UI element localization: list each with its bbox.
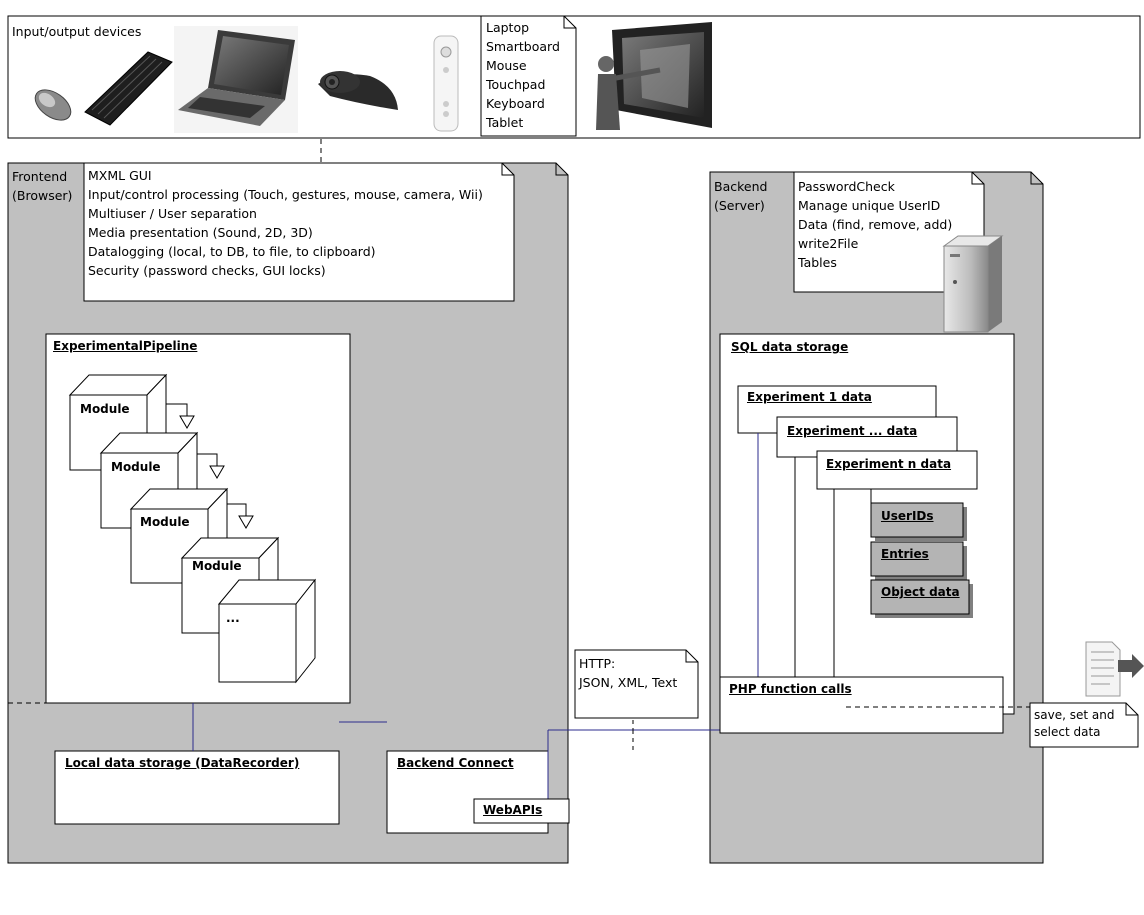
sql-title: SQL data storage [731,340,849,354]
backend-note-line: Tables [798,255,837,270]
backend-label-line: Backend [714,179,768,194]
frontend-note-line: Media presentation (Sound, 2D, 3D) [88,225,313,240]
frontend-note-line: MXML GUI [88,168,152,183]
module-cubes [68,373,317,684]
backend-note-line: PasswordCheck [798,179,895,194]
keyboard-icon [84,51,173,126]
pipeline-title: ExperimentalPipeline [53,339,198,353]
expn-box [816,450,978,490]
io-devices-label: Input/output devices [12,24,142,39]
wii-remote-icon [433,35,459,132]
frontend-label-line: (Browser) [12,188,73,203]
frontend-note-line: Datalogging (local, to DB, to file, to c… [88,244,376,259]
php-box [719,676,1004,734]
frontend-note-line: Input/control processing (Touch, gesture… [88,187,483,202]
http-note-line: JSON, XML, Text [579,675,678,690]
laptop-icon [174,26,298,133]
backend-note-line: Manage unique UserID [798,198,941,213]
file-note-line: select data [1034,725,1101,739]
io-note-line: Laptop [486,20,530,35]
table-entries: Entries [881,547,929,561]
table-userids: UserIDs [881,509,934,523]
backend-connect-title: Backend Connect [397,756,514,770]
local-storage-box [54,750,340,825]
frontend-label-line: Frontend [12,169,68,184]
frontend-note-line: Multiuser / User separation [88,206,257,221]
mouse-icon [34,89,72,121]
module-label: ... [226,611,240,625]
frontend-note-shape [83,162,515,302]
table-boxes [870,502,973,618]
webapis-box [473,798,570,824]
io-note-shape [480,15,577,137]
io-note-line: Touchpad [486,77,546,92]
php-title: PHP function calls [729,682,852,696]
frontend-label: Frontend (Browser) [12,167,72,205]
io-note: Laptop Smartboard Mouse Touchpad Keyboar… [486,18,560,132]
file-export-icon [1085,641,1144,697]
webapis-title: WebAPIs [483,803,543,817]
module-label: Module [111,460,161,474]
io-note-line: Keyboard [486,96,545,111]
expn-title: Experiment n data [826,457,952,471]
exp-mid-title: Experiment ... data [787,424,918,438]
local-storage-title: Local data storage (DataRecorder) [65,756,300,770]
backend-label: Backend (Server) [714,177,767,215]
frontend-note: MXML GUI Input/control processing (Touch… [88,166,483,280]
io-note-line: Tablet [486,115,524,130]
backend-note-line: Data (find, remove, add) [798,217,953,232]
file-note: save, set and select data [1034,707,1114,741]
smartboard-icon [596,22,712,130]
backend-note-line: write2File [798,236,859,251]
io-note-line: Smartboard [486,39,560,54]
table-object-data: Object data [881,585,960,599]
frontend-note-line: Security (password checks, GUI locks) [88,263,326,278]
backend-label-line: (Server) [714,198,765,213]
backend-note: PasswordCheck Manage unique UserID Data … [798,177,952,272]
module-label: Module [140,515,190,529]
file-note-line: save, set and [1034,708,1115,722]
exp-mid-box [776,416,958,458]
module-label: Module [80,402,130,416]
file-note-shape [1029,702,1139,748]
io-note-line: Mouse [486,58,527,73]
server-icon [942,235,1004,333]
webcam-icon [318,71,398,110]
module-label: Module [192,559,242,573]
http-note: HTTP: JSON, XML, Text [579,654,677,692]
blue-connectors [192,703,720,800]
http-note-line: HTTP: [579,656,616,671]
exp1-title: Experiment 1 data [747,390,872,404]
http-note-shape [574,649,699,719]
